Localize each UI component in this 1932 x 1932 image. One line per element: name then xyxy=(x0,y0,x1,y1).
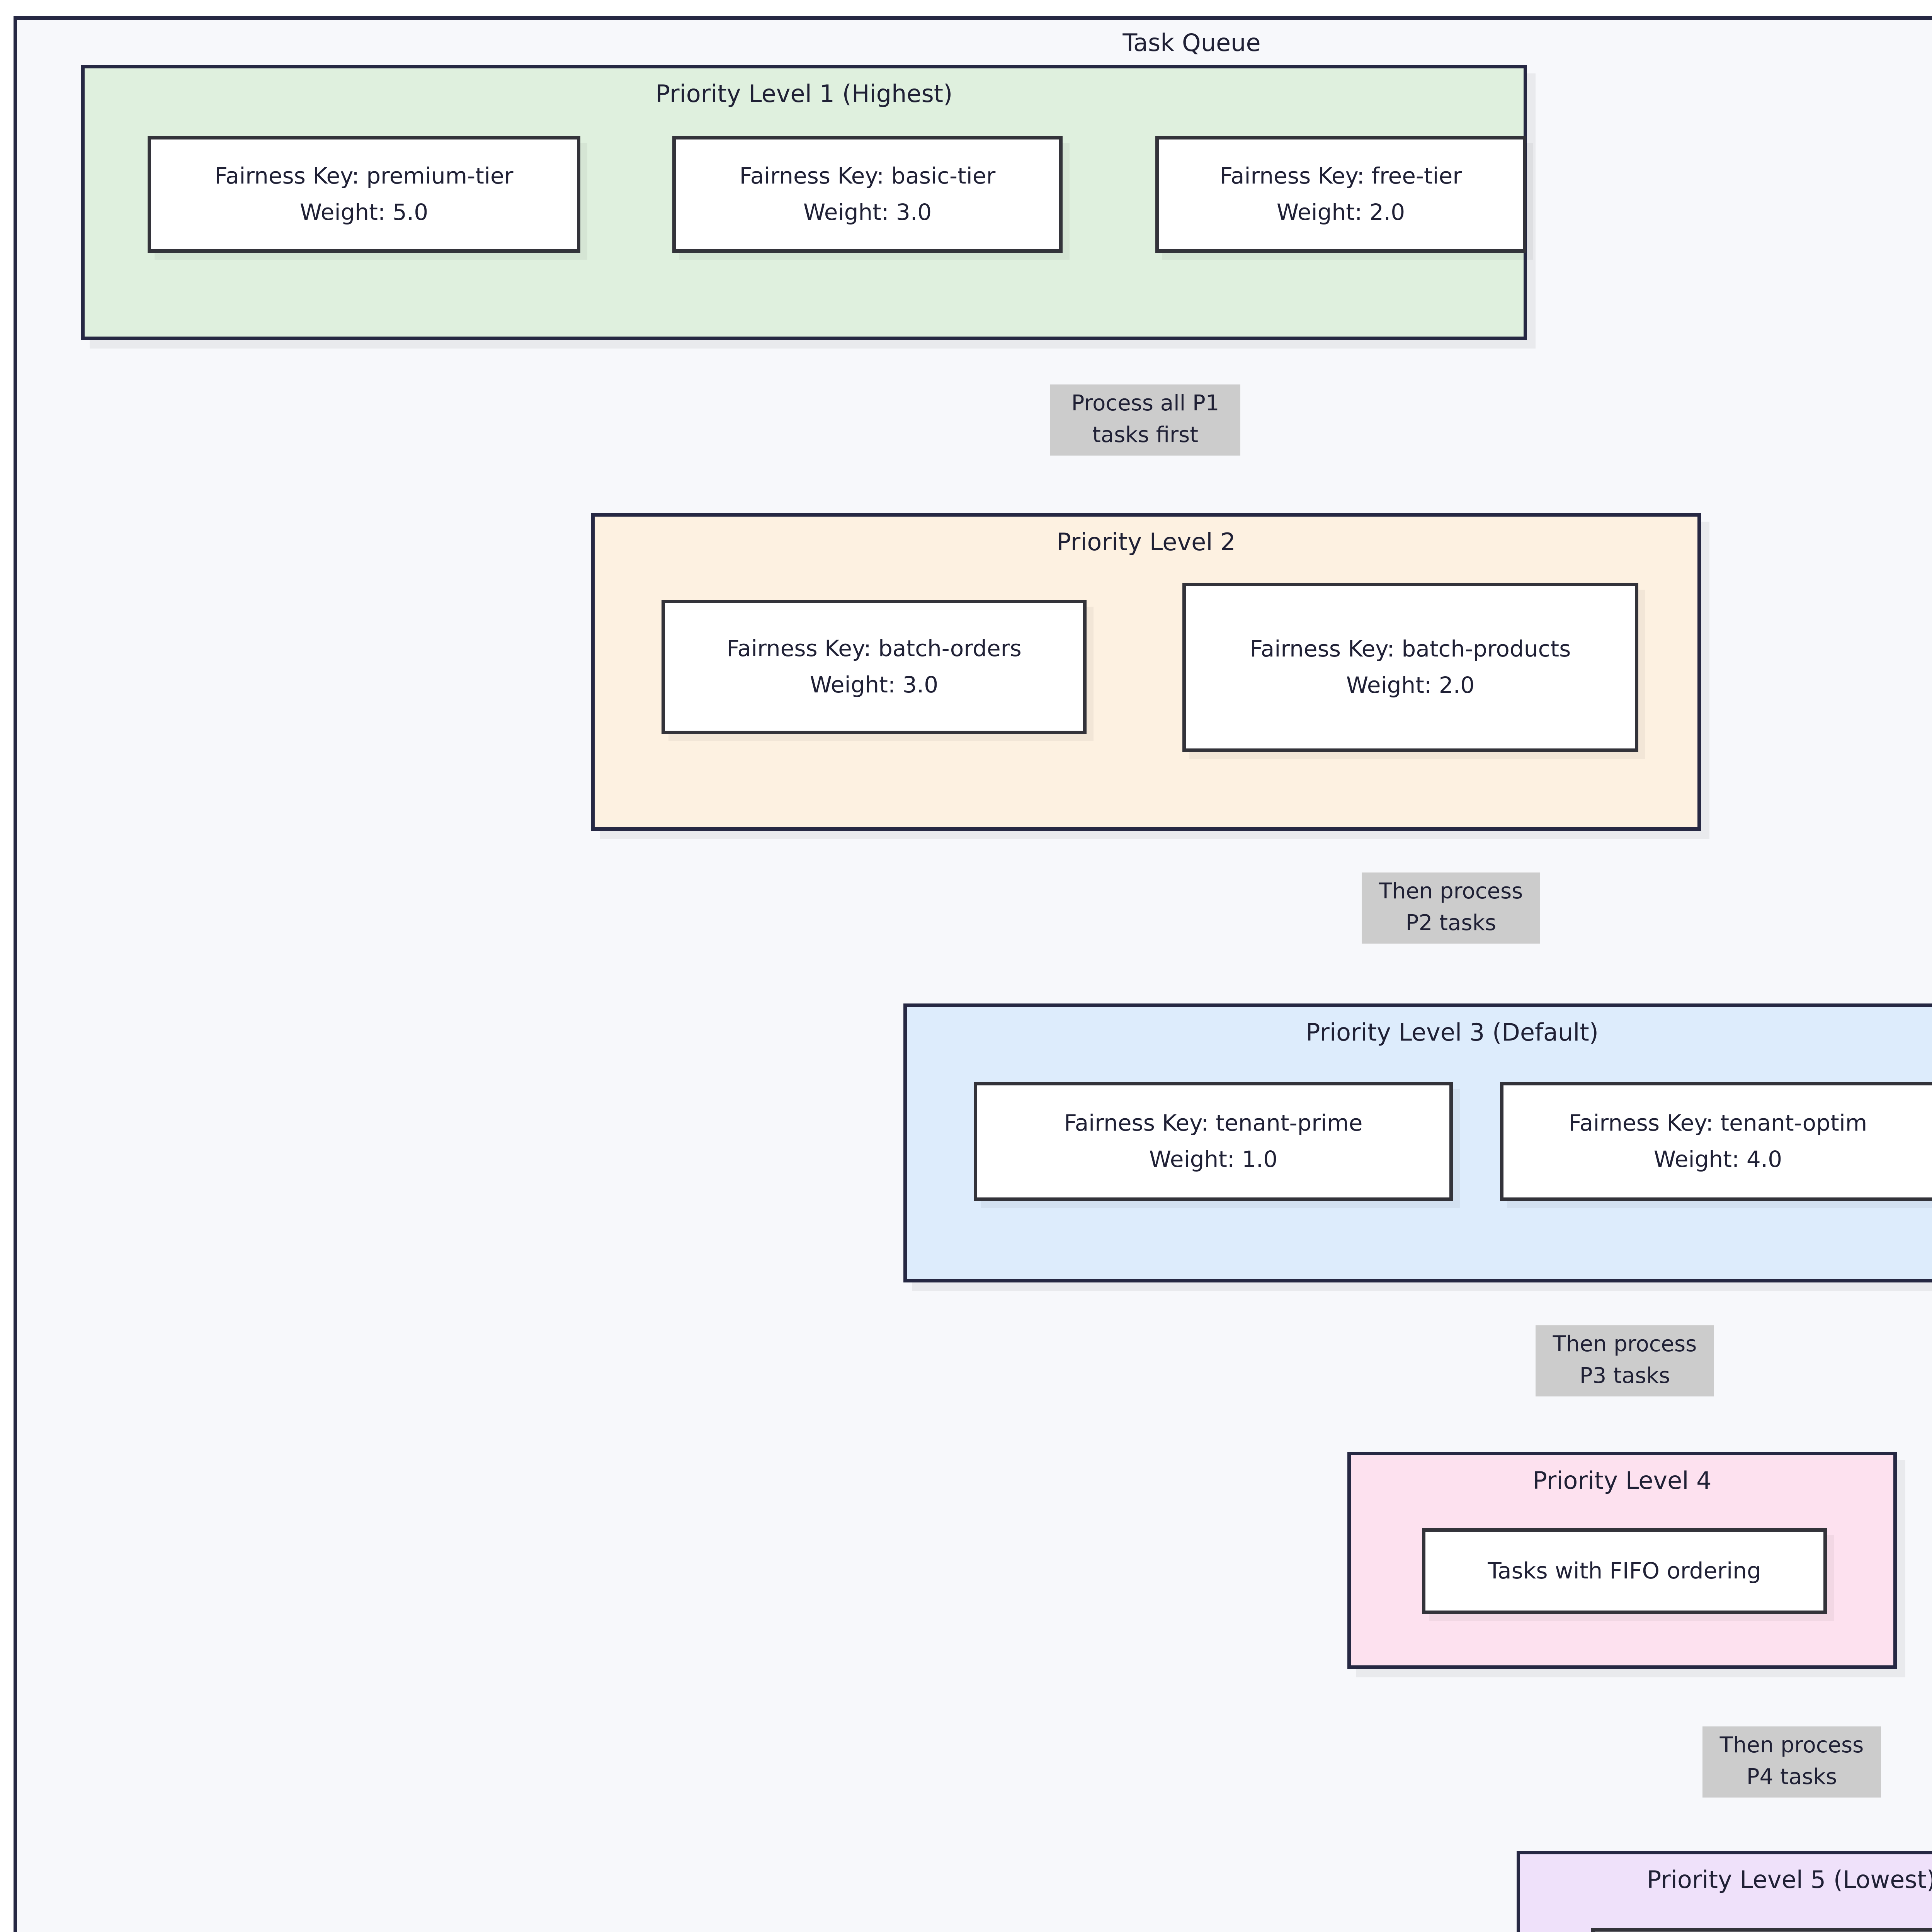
fairness-key-label: Fairness Key: batch-orders xyxy=(726,635,1022,662)
edge-label-line-1: Then process xyxy=(1719,1733,1864,1758)
edge-label-line-2: P2 tasks xyxy=(1405,910,1497,935)
edge-label-line-2: P4 tasks xyxy=(1746,1764,1837,1789)
task-queue-title: Task Queue xyxy=(1122,29,1261,57)
weight-label: Weight: 2.0 xyxy=(1346,672,1475,698)
weight-label: Weight: 1.0 xyxy=(1149,1146,1278,1172)
task-node-p5-fifo[interactable]: Tasks with FIFO ordering xyxy=(1591,1928,1932,1932)
fifo-label: Tasks with FIFO ordering xyxy=(1488,1558,1761,1584)
edge-label-p1-to-p2: Process all P1 tasks first xyxy=(1050,384,1240,456)
fairness-key-label: Fairness Key: free-tier xyxy=(1219,163,1462,189)
edge-label-line-2: tasks first xyxy=(1092,422,1199,447)
edge-label-p2-to-p3: Then process P2 tasks xyxy=(1362,872,1540,944)
fairness-key-label: Fairness Key: premium-tier xyxy=(214,163,514,189)
task-node-tenant-prime[interactable]: Fairness Key: tenant-prime Weight: 1.0 xyxy=(974,1082,1453,1201)
priority-level-4-title: Priority Level 4 xyxy=(1532,1466,1712,1495)
fairness-key-label: Fairness Key: batch-products xyxy=(1250,636,1571,662)
task-node-basic-tier[interactable]: Fairness Key: basic-tier Weight: 3.0 xyxy=(672,136,1063,253)
priority-level-5-title: Priority Level 5 (Lowest) xyxy=(1646,1866,1932,1894)
edge-label-line-1: Then process xyxy=(1553,1332,1697,1357)
fairness-key-label: Fairness Key: tenant-prime xyxy=(1064,1110,1363,1136)
priority-level-5-container[interactable]: Priority Level 5 (Lowest) xyxy=(1517,1851,1932,1932)
task-node-batch-orders[interactable]: Fairness Key: batch-orders Weight: 3.0 xyxy=(662,600,1087,734)
task-node-batch-products[interactable]: Fairness Key: batch-products Weight: 2.0 xyxy=(1182,583,1638,752)
task-node-premium-tier[interactable]: Fairness Key: premium-tier Weight: 5.0 xyxy=(148,136,580,253)
edge-label-line-1: Then process xyxy=(1379,879,1523,904)
edge-label-p3-to-p4: Then process P3 tasks xyxy=(1536,1325,1714,1396)
weight-label: Weight: 3.0 xyxy=(810,672,939,698)
edge-label-p4-to-p5: Then process P4 tasks xyxy=(1702,1726,1881,1798)
priority-level-3-title: Priority Level 3 (Default) xyxy=(1306,1018,1599,1046)
task-node-free-tier[interactable]: Fairness Key: free-tier Weight: 2.0 xyxy=(1155,136,1526,253)
edge-label-line-2: P3 tasks xyxy=(1579,1363,1670,1388)
edge-label-line-1: Process all P1 xyxy=(1071,391,1219,416)
weight-label: Weight: 5.0 xyxy=(299,199,429,225)
priority-level-2-title: Priority Level 2 xyxy=(1056,528,1236,556)
fairness-key-label: Fairness Key: basic-tier xyxy=(739,163,996,189)
weight-label: Weight: 4.0 xyxy=(1653,1146,1782,1172)
fairness-key-label: Fairness Key: tenant-optim xyxy=(1568,1110,1867,1136)
task-node-p4-fifo[interactable]: Tasks with FIFO ordering xyxy=(1422,1528,1827,1614)
weight-label: Weight: 3.0 xyxy=(803,199,932,225)
task-node-tenant-optim[interactable]: Fairness Key: tenant-optim Weight: 4.0 xyxy=(1500,1082,1932,1201)
priority-level-1-title: Priority Level 1 (Highest) xyxy=(655,80,953,108)
weight-label: Weight: 2.0 xyxy=(1276,199,1405,225)
